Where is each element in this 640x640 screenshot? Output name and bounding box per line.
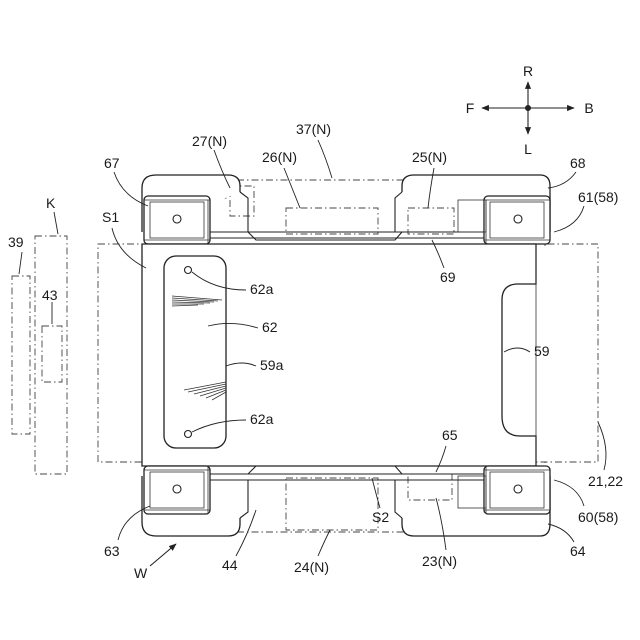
- label-44: 44: [222, 557, 238, 573]
- label-23n: 23(N): [422, 553, 457, 569]
- label-64: 64: [570, 543, 586, 559]
- k-assembly: K 39 43: [8, 195, 67, 474]
- label-k: K: [46, 195, 56, 211]
- corner-block-63: [144, 466, 210, 514]
- plate-62: [164, 256, 226, 448]
- label-61-58: 61(58): [578, 189, 618, 205]
- label-s2: S2: [372, 509, 389, 525]
- direction-compass: R L F B: [466, 63, 594, 157]
- label-s1: S1: [102, 209, 119, 225]
- label-43: 43: [42, 287, 58, 303]
- label-62a-bottom: 62a: [250, 411, 274, 427]
- label-62a-top: 62a: [250, 281, 274, 297]
- label-67: 67: [104, 155, 120, 171]
- compass-f-label: F: [466, 100, 475, 116]
- label-69: 69: [440, 269, 456, 285]
- label-63: 63: [104, 543, 120, 559]
- label-62: 62: [262, 319, 278, 335]
- label-24n: 24(N): [294, 559, 329, 575]
- label-21-22: 21,22: [588, 473, 623, 489]
- compass-r-label: R: [523, 63, 533, 79]
- compass-b-label: B: [584, 100, 593, 116]
- label-37n: 37(N): [296, 121, 331, 137]
- label-26n: 26(N): [262, 149, 297, 165]
- label-60-58: 60(58): [578, 509, 618, 525]
- label-65: 65: [442, 427, 458, 443]
- label-68: 68: [570, 155, 586, 171]
- label-25n: 25(N): [412, 149, 447, 165]
- label-39: 39: [8, 234, 24, 250]
- corner-block-67: [144, 196, 210, 244]
- label-59: 59: [534, 343, 550, 359]
- label-27n: 27(N): [192, 133, 227, 149]
- label-59a: 59a: [260, 357, 284, 373]
- compass-l-label: L: [524, 141, 532, 157]
- label-w: W: [134, 565, 148, 581]
